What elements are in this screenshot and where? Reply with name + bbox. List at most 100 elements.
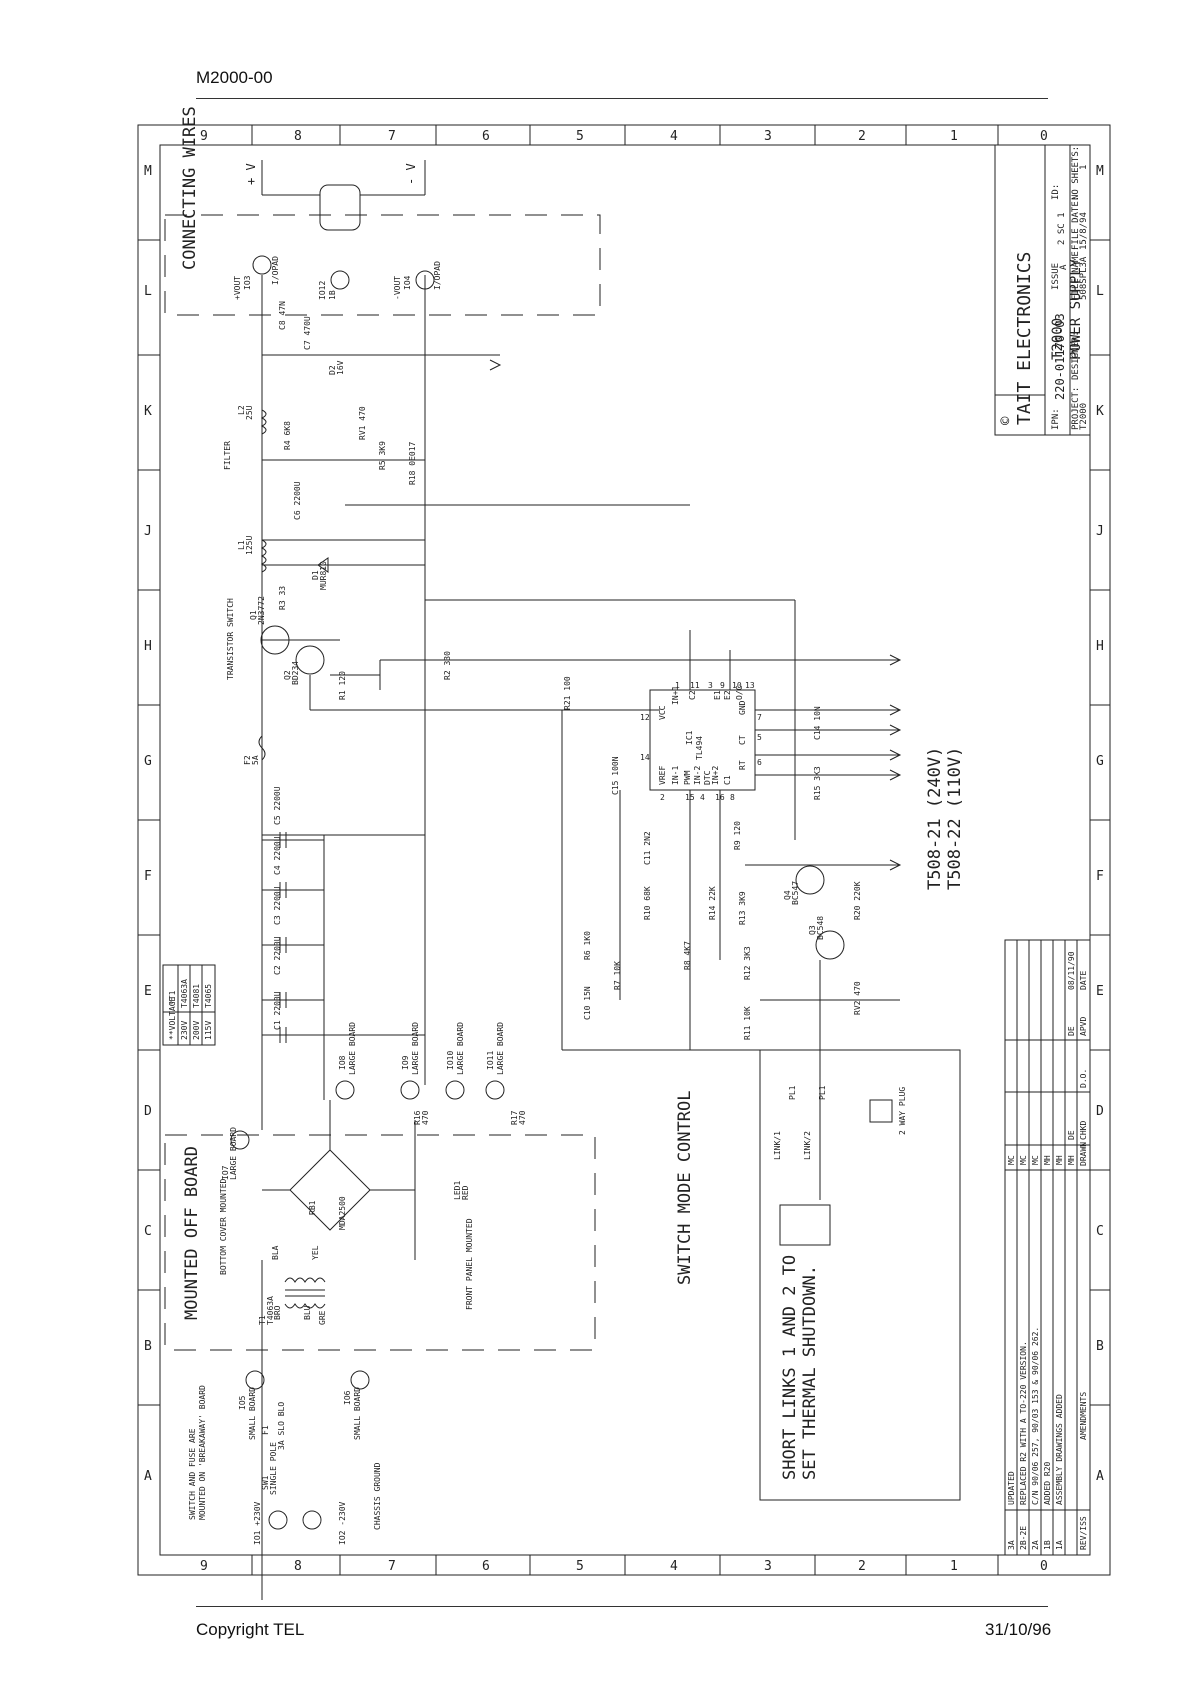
c3-label: C3 2200U [273,886,282,925]
io7-pad [230,1130,250,1150]
r16-value: 470 [421,1110,430,1125]
row-label-g-right: G [1096,754,1104,769]
io7-label: IO7 [221,1165,230,1180]
pin-num-8: 8 [730,793,735,802]
io10-label: IO10 [446,1051,455,1070]
rb1-label: RB1 [308,1200,317,1215]
file-name-value: 508SPL3A [1079,256,1089,300]
rev-row-2-rev: 2B-2E [1019,1526,1028,1550]
ipn-label: IPN: [1051,408,1061,430]
io3-label: IO3 [243,275,252,290]
io6-board-label: SMALL BOARD [353,1387,362,1440]
rev-row-5-rev: 1A [1055,1540,1064,1550]
row-label-a-left: A [144,1469,152,1484]
row-label-j-left: J [144,524,152,539]
link2-label: LINK/2 [803,1131,812,1160]
title-name: POWER SUPPLY [1068,258,1084,360]
pin-gnd: GND [738,700,747,715]
r14-label: R14 22K [708,886,717,920]
col-label-0-top: 0 [1040,129,1048,144]
io3-pad [252,255,272,275]
pin-in-plus-1: IN+1 [671,686,680,705]
d2-label: D2 [328,365,337,375]
project-value: T2000 [1079,403,1089,430]
col-label-1-top: 1 [950,129,958,144]
io8-label: IO8 [338,1055,347,1070]
io5-label: IO5 [238,1395,247,1410]
q4-part-label: BC547 [791,881,800,905]
r5-label: R5 3K9 [378,441,387,470]
short-links-line-1: SHORT LINKS 1 AND 2 TO [780,1255,800,1480]
blu-label: BLU [303,1305,312,1320]
io9-pad [400,1080,420,1100]
io3-pad-label: I/OPAD [271,256,280,285]
issue-label: ISSUE [1051,263,1061,290]
t1-label: T1 [258,1315,267,1325]
pl1-label-1: PL1 [788,1085,797,1100]
col-label-0-bottom: 0 [1040,1559,1048,1574]
link-plug-symbol [779,1204,831,1246]
io7-board-label: LARGE BOARD [229,1127,238,1180]
rb1-part-label: MDA2500 [338,1196,347,1230]
signoff-date: 08/11/90 [1067,951,1076,990]
r17-value: 470 [518,1110,527,1125]
q2-part-label: BD234 [291,661,300,685]
switch-note-line-1: SWITCH AND FUSE ARE [188,1428,197,1520]
l1-value: 125U [245,536,254,555]
rev-row-3-by: MC [1031,1155,1040,1165]
col-label-6-top: 6 [482,129,490,144]
file-date-label: FILE DATE: [1071,196,1081,250]
revision-table [1004,939,1091,1556]
connecting-wires-label: CONNECTING WIRES [180,106,200,270]
io4-pad [415,270,435,290]
rev-header-rev: REV/ISS [1079,1516,1088,1550]
q2-label: Q2 [283,670,292,680]
row-label-d-right: D [1096,1104,1104,1119]
l2-label: L2 [237,405,246,415]
col-label-8-top: 8 [294,129,302,144]
row-label-l-left: L [144,284,152,299]
voltage-header: **VOLTAGE [168,996,177,1040]
footer-copyright: Copyright TEL [196,1620,305,1639]
pin-dtc: DTC [703,770,712,785]
signoff-drawn: MH [1067,1155,1076,1165]
switch-mode-control-box [759,1049,961,1501]
io12-sub-label: 1B [328,290,337,300]
r4-label: R4 6K8 [283,421,292,450]
r17-label: R17 [510,1110,519,1125]
pin-ct: CT [738,735,747,745]
voltage-row-1-v: 230V [180,1021,189,1040]
d1-part-label: MUR810 [319,561,328,590]
col-label-8-bottom: 8 [294,1559,302,1574]
variant-label-240v: T508-21 (240V) [925,747,945,890]
t1-part-label: T4063A [266,1296,275,1325]
rev-header-date: DATE [1079,971,1088,990]
l1-label: L1 [237,540,246,550]
r6-label: R6 1K0 [583,931,592,960]
file-name-label: FILE NAME: [1071,246,1081,300]
bulk-capacitors [262,832,325,1100]
pin-in-minus-2: IN-2 [693,766,702,785]
f2-label: F2 [243,755,252,765]
c14-label: C14 10N [813,706,822,740]
io5-board-label: SMALL BOARD [248,1387,257,1440]
short-links-line-2: SET THERMAL SHUTDOWN. [800,1265,820,1480]
r11-label: R11 10K [743,1006,752,1040]
f2-value: 5A [251,755,260,765]
row-label-j-right: J [1096,524,1104,539]
r18-label: R18 0E017 [408,441,417,485]
rev-header-apvd: APVD [1079,1017,1088,1036]
pin-num-7: 7 [757,713,762,722]
minus-v-label: - V [404,163,418,185]
vout-plus-label: +VOUT [233,276,242,300]
pin-rt: RT [738,760,747,770]
bla-label: BLA [271,1245,280,1260]
row-label-a-right: A [1096,1469,1104,1484]
pin-num-5: 5 [757,733,762,742]
row-label-f-right: F [1096,869,1104,884]
c4-label: C4 2200U [273,836,282,875]
rev-header-drawn: DRAWN [1079,1142,1088,1166]
r16-label: R16 [413,1110,422,1125]
bro-label: BRO [273,1305,282,1320]
id-label: ID: [1051,184,1061,200]
